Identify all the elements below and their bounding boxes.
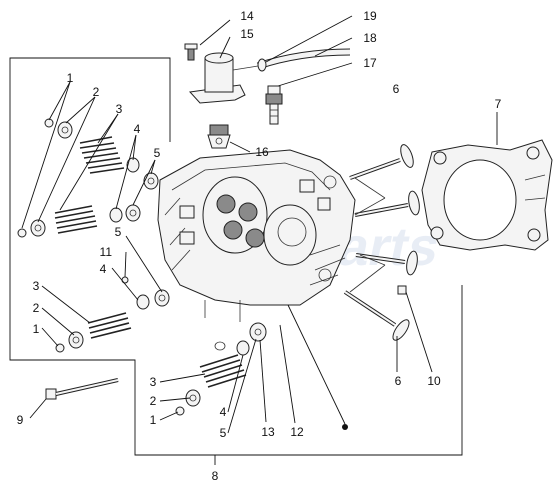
callout-2: 2 <box>93 85 100 99</box>
callout-5: 5 <box>115 225 122 239</box>
callout-18: 18 <box>363 31 377 45</box>
callout-4: 4 <box>100 262 107 276</box>
valve-upper <box>349 144 414 180</box>
callout-3: 3 <box>33 279 40 293</box>
valve-middle <box>354 190 420 217</box>
callout-1: 1 <box>150 413 157 427</box>
spring-set-lower <box>175 322 267 416</box>
temperature-sensor <box>265 85 283 125</box>
valve-guide-line <box>354 177 386 199</box>
callout-11: 11 <box>100 245 113 259</box>
callout-4: 4 <box>220 405 227 419</box>
spring-set-middle-left <box>55 276 170 353</box>
callout-9: 9 <box>17 413 24 427</box>
group-bracket-8 <box>9 57 463 456</box>
callout-3: 3 <box>116 102 123 116</box>
callout-2: 2 <box>150 394 157 408</box>
callout-7: 7 <box>495 97 502 111</box>
callout-2: 2 <box>33 301 40 315</box>
callout-5: 5 <box>220 426 227 440</box>
bolt-14 <box>184 43 198 61</box>
callout-1: 1 <box>33 322 40 336</box>
valve-lower <box>343 290 410 341</box>
valve-cap-10 <box>397 285 407 295</box>
callout-10: 10 <box>427 374 441 388</box>
callout-5: 5 <box>154 146 161 160</box>
callout-3: 3 <box>150 375 157 389</box>
callout-13: 13 <box>261 425 275 439</box>
callout-6: 6 <box>393 82 400 96</box>
callout-14: 14 <box>240 9 254 23</box>
callout-17: 17 <box>363 56 377 70</box>
valve-lower-right <box>355 250 418 276</box>
long-bolt-9 <box>45 378 119 400</box>
reference-dot <box>342 424 348 430</box>
hose-clamp <box>257 58 267 72</box>
head-gasket <box>421 139 553 251</box>
callout-numbers: 1 2 3 4 5 5 11 4 3 2 1 9 3 2 1 4 5 13 12… <box>17 9 502 483</box>
callout-6: 6 <box>395 374 402 388</box>
leader-lines <box>21 15 498 434</box>
thermostat-housing <box>188 52 259 104</box>
callout-16: 16 <box>255 145 269 159</box>
cylinder-head <box>157 149 356 322</box>
callout-19: 19 <box>363 9 377 23</box>
callout-4: 4 <box>134 122 141 136</box>
plug-16 <box>207 124 231 149</box>
callout-15: 15 <box>240 27 254 41</box>
callout-1: 1 <box>67 71 74 85</box>
callout-8: 8 <box>212 469 219 483</box>
callout-12: 12 <box>290 425 304 439</box>
spring-set-upper-left <box>17 118 159 238</box>
